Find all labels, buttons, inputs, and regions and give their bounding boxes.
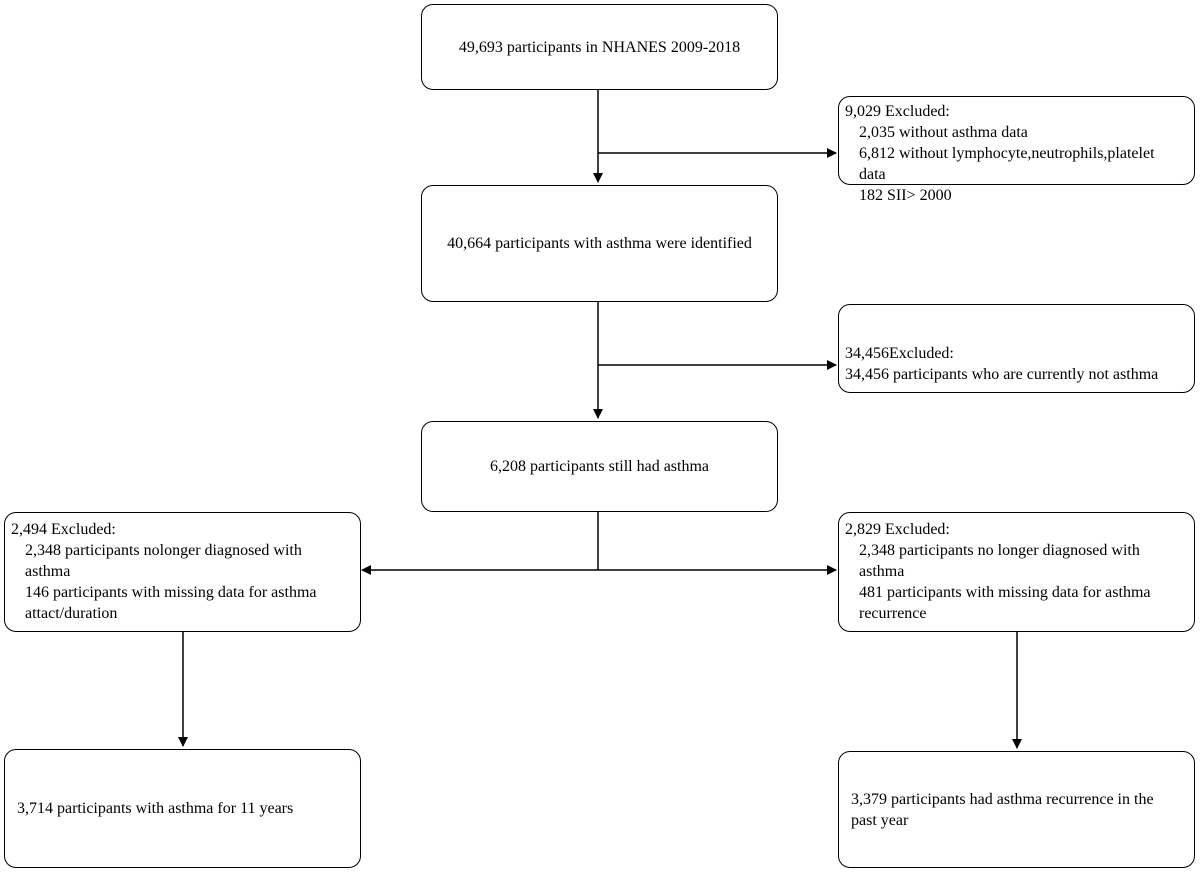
- excluded-box-3: 2,494 Excluded: 2,348 participants nolon…: [4, 512, 361, 632]
- duration-box: 3,714 participants with asthma for 11 ye…: [4, 749, 361, 868]
- nhanes-box: 49,693 participants in NHANES 2009-2018: [421, 4, 778, 90]
- excluded-box-1: 9,029 Excluded: 2,035 without asthma dat…: [838, 96, 1195, 204]
- excluded-2-title: 34,456Excluded:: [845, 345, 954, 362]
- excluded-1-line: 2,035 without asthma data: [859, 124, 1028, 141]
- excluded-4-line: recurrence: [859, 605, 927, 622]
- excluded-1-title: 9,029 Excluded:: [845, 103, 950, 120]
- excluded-1-line: 6,812 without lymphocyte,neutrophils,pla…: [859, 145, 1155, 162]
- identified-text: 40,664 participants with asthma were ide…: [447, 235, 752, 252]
- excluded-3-line: 146 participants with missing data for a…: [25, 584, 317, 601]
- still-text: 6,208 participants still had asthma: [489, 458, 710, 475]
- nhanes-text: 49,693 participants in NHANES 2009-2018: [458, 38, 741, 56]
- excluded-4-line: 481 participants with missing data for a…: [859, 584, 1151, 601]
- excluded-4-title: 2,829 Excluded:: [845, 521, 950, 538]
- still-box: 6,208 participants still had asthma: [421, 421, 778, 512]
- excluded-3-line: asthma: [25, 563, 71, 580]
- excluded-1-line: data: [859, 166, 886, 183]
- excluded-3-line: 2,348 participants nolonger diagnosed wi…: [25, 542, 302, 559]
- excluded-3-title: 2,494 Excluded:: [11, 521, 116, 538]
- excluded-box-4: 2,829 Excluded: 2,348 participants no lo…: [838, 512, 1195, 632]
- duration-text: 3,714 participants with asthma for 11 ye…: [17, 800, 294, 817]
- recurrence-box: 3,379 participants had asthma recurrence…: [838, 751, 1195, 868]
- excluded-1-line: 182 SII> 2000: [859, 187, 952, 204]
- excluded-box-2: 34,456Excluded: 34,456 participants who …: [838, 304, 1195, 393]
- recurrence-text: 3,379 participants had asthma recurrence…: [851, 790, 1154, 829]
- excluded-3-line: attact/duration: [25, 605, 118, 622]
- excluded-4-line: asthma: [859, 563, 905, 580]
- excluded-2-line: 34,456 participants who are currently no…: [845, 366, 1159, 383]
- excluded-4-line: 2,348 participants no longer diagnosed w…: [859, 542, 1140, 559]
- identified-box: 40,664 participants with asthma were ide…: [421, 185, 778, 302]
